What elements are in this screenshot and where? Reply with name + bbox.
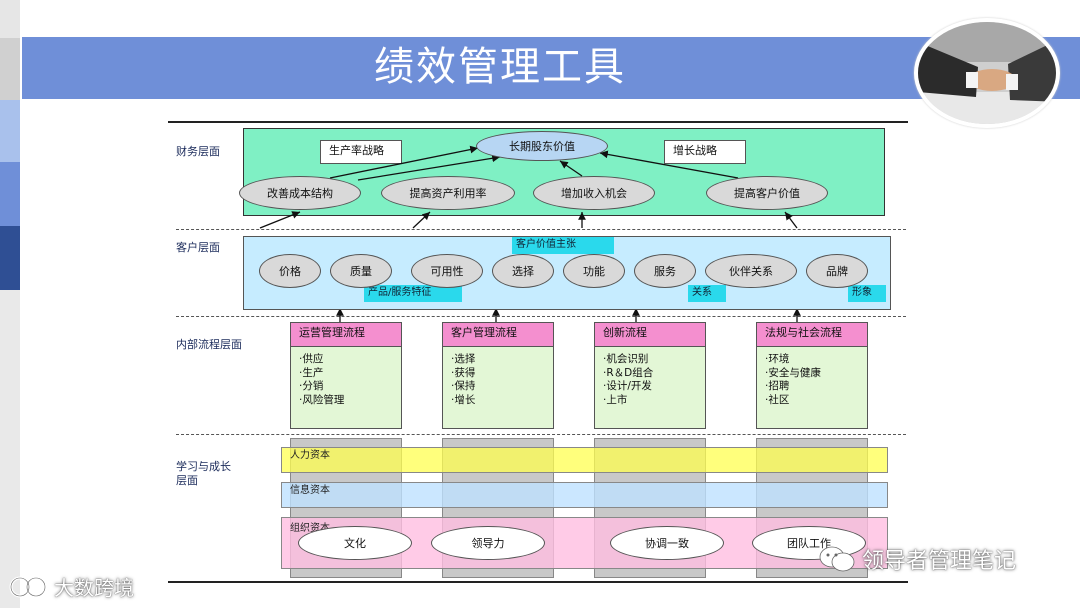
process-item: ·供应 <box>299 353 324 365</box>
process-item: ·环境 <box>765 353 790 365</box>
org-item-leadership: 领导力 <box>431 526 545 560</box>
process-item: ·保持 <box>451 380 476 392</box>
customer-item-brand: 品牌 <box>806 254 868 288</box>
strip-segment <box>0 0 20 38</box>
handshake-icon <box>918 22 1056 124</box>
arrow-up-right <box>784 211 798 229</box>
wechat-icon <box>819 546 855 572</box>
band-human-capital: 人力资本 <box>281 447 888 473</box>
strip-segment <box>0 100 20 162</box>
process-customer-head: 客户管理流程 <box>442 322 554 347</box>
layer-label-customer: 客户层面 <box>176 241 220 254</box>
layer-label-financial: 财务层面 <box>176 145 220 158</box>
process-item: ·招聘 <box>765 380 790 392</box>
process-operations-body: ·供应 ·生产 ·分销 ·风险管理 <box>290 347 402 429</box>
process-item: ·R＆D组合 <box>603 366 654 379</box>
header-band <box>22 37 1080 99</box>
process-item: ·增长 <box>451 393 476 406</box>
process-item: ·选择 <box>451 353 476 365</box>
strategy-productivity: 生产率战略 <box>320 140 402 164</box>
arrow-customer-to-value <box>599 150 739 179</box>
band-human-capital-label: 人力资本 <box>290 450 330 461</box>
tag-product-service: 产品/服务特征 <box>364 285 462 302</box>
process-customer-body: ·选择 ·获得 ·保持 ·增长 <box>442 347 554 429</box>
divider-financial-customer <box>176 229 906 230</box>
band-info-capital-label: 信息资本 <box>290 485 330 496</box>
process-item: ·机会识别 <box>603 353 649 365</box>
process-regulatory-body: ·环境 ·安全与健康 ·招聘 ·社区 <box>756 347 868 429</box>
arrow-up-left <box>259 211 301 229</box>
process-item: ·安全与健康 <box>765 366 821 379</box>
divider-internal-learning <box>176 434 906 435</box>
watermark-right-text: 领导者管理笔记 <box>862 549 1017 574</box>
financial-item-asset: 提高资产利用率 <box>381 176 515 210</box>
customer-item-availability: 可用性 <box>411 254 483 288</box>
watermark-left: 大数跨境 <box>6 572 134 601</box>
org-item-culture: 文化 <box>298 526 412 560</box>
brand-logo-icon <box>9 576 47 597</box>
arrow-asset-to-value <box>357 154 501 181</box>
process-innovation-body: ·机会识别 ·R＆D组合 ·设计/开发 ·上市 <box>594 347 706 429</box>
process-regulatory-head: 法规与社会流程 <box>756 322 868 347</box>
tag-image: 形象 <box>848 285 886 302</box>
strategy-growth: 增长战略 <box>664 140 746 164</box>
handshake-photo <box>914 18 1060 128</box>
financial-item-customer-value: 提高客户价值 <box>706 176 828 210</box>
watermark-right: 领导者管理笔记 <box>818 543 1016 575</box>
page-title: 绩效管理工具 <box>374 44 626 90</box>
process-operations-head: 运营管理流程 <box>290 322 402 347</box>
financial-item-revenue: 增加收入机会 <box>533 176 655 210</box>
top-rule <box>168 121 908 123</box>
strip-segment <box>0 162 20 226</box>
strip-segment <box>0 38 20 100</box>
process-item: ·风险管理 <box>299 393 345 406</box>
layer-label-internal: 内部流程层面 <box>176 338 242 351</box>
arrow-cost-to-value <box>329 145 479 179</box>
watermark-left-text: 大数跨境 <box>54 576 134 600</box>
band-info-capital: 信息资本 <box>281 482 888 508</box>
customer-item-quality: 质量 <box>330 254 392 288</box>
layer-label-learning: 学习与成长 层面 <box>176 460 231 487</box>
org-item-alignment: 协调一致 <box>610 526 724 560</box>
long-term-shareholder-value: 长期股东价值 <box>476 131 608 161</box>
strip-segment <box>0 290 20 608</box>
process-item: ·获得 <box>451 366 476 379</box>
customer-item-function: 功能 <box>563 254 625 288</box>
process-item: ·上市 <box>603 393 628 406</box>
process-item: ·社区 <box>765 393 790 406</box>
arrow-up-mid-left <box>412 211 431 229</box>
customer-item-service: 服务 <box>634 254 696 288</box>
strip-segment <box>0 226 20 290</box>
customer-item-partnership: 伙伴关系 <box>705 254 797 288</box>
arrow-revenue-to-value <box>559 160 583 177</box>
financial-item-cost: 改善成本结构 <box>239 176 361 210</box>
band-org-capital-label: 组织资本 <box>290 523 330 534</box>
process-item: ·分销 <box>299 380 324 392</box>
process-item: ·设计/开发 <box>603 380 652 392</box>
tag-value-proposition: 客户价值主张 <box>512 237 614 254</box>
process-innovation-head: 创新流程 <box>594 322 706 347</box>
process-item: ·生产 <box>299 366 324 379</box>
divider-customer-internal <box>176 316 906 317</box>
customer-item-choice: 选择 <box>492 254 554 288</box>
bottom-rule <box>168 581 908 583</box>
tag-relationship: 关系 <box>688 285 726 302</box>
customer-item-price: 价格 <box>259 254 321 288</box>
